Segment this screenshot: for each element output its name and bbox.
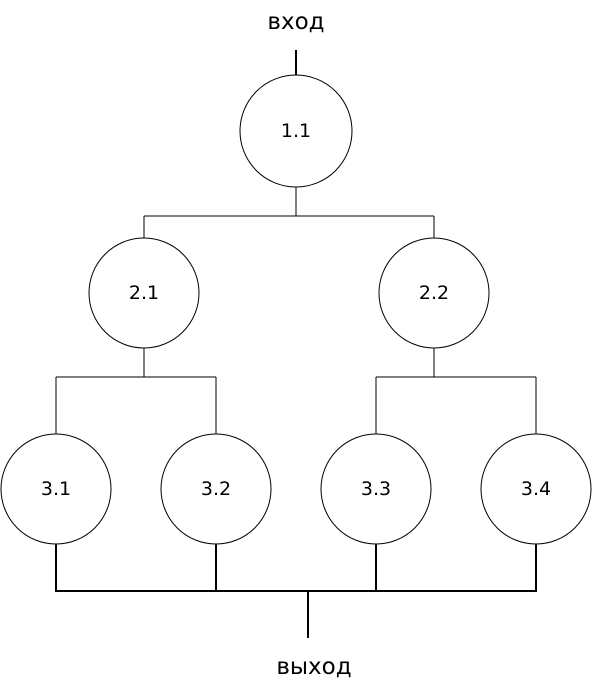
node-3-1: 3.1 — [0, 433, 112, 545]
node-2-2: 2.2 — [378, 237, 490, 349]
output-join — [55, 544, 537, 638]
output-label: выход — [276, 654, 351, 680]
node-1-1-label: 1.1 — [281, 120, 311, 142]
node-1-1: 1.1 — [239, 74, 353, 188]
node-3-2-label: 3.2 — [201, 478, 231, 500]
node-3-3: 3.3 — [320, 433, 432, 545]
split-level-1 — [143, 187, 435, 238]
node-3-2: 3.2 — [160, 433, 272, 545]
node-3-1-label: 3.1 — [41, 478, 71, 500]
node-2-1: 2.1 — [88, 237, 200, 349]
input-label: вход — [267, 9, 324, 35]
node-3-3-label: 3.3 — [361, 478, 391, 500]
node-2-1-label: 2.1 — [129, 282, 159, 304]
split-left — [55, 348, 217, 434]
node-3-4: 3.4 — [480, 433, 592, 545]
node-2-2-label: 2.2 — [419, 282, 449, 304]
node-3-4-label: 3.4 — [521, 478, 551, 500]
split-right — [375, 348, 537, 434]
